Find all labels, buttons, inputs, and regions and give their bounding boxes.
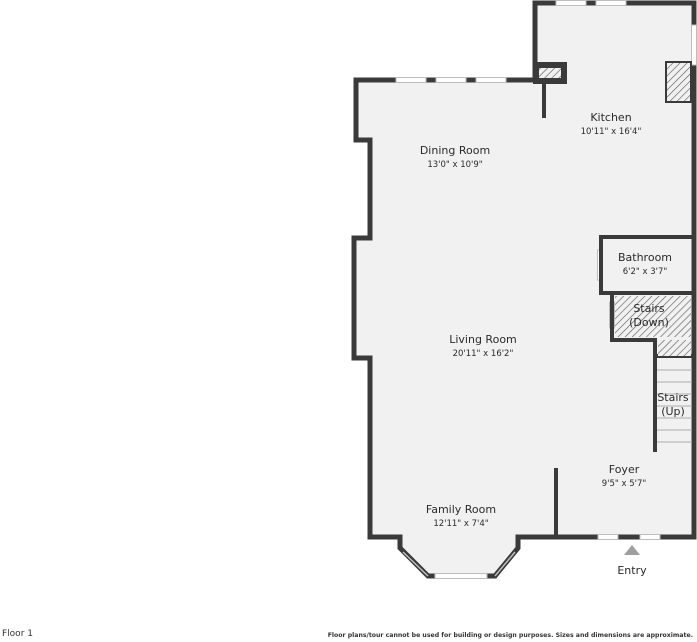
foyer-name: Foyer <box>609 463 640 476</box>
kitchen-corner-fixture <box>537 66 563 80</box>
floor-label: Floor 1 <box>2 629 33 639</box>
entry-arrow-icon <box>624 545 640 555</box>
bathroom-dims: 6'2" x 3'7" <box>623 267 668 277</box>
stairs-down-hatch-lower <box>658 340 691 356</box>
entry-label: Entry <box>617 564 647 577</box>
living-room-dims: 20'11" x 16'2" <box>453 349 514 359</box>
disclaimer-text: Floor plans/tour cannot be used for buil… <box>327 632 693 639</box>
living-room-name: Living Room <box>449 333 517 346</box>
exterior-walls <box>351 0 697 579</box>
dining-room-name: Dining Room <box>420 144 490 157</box>
stairs-up-treads <box>657 369 692 443</box>
foyer-dims: 9'5" x 5'7" <box>602 479 647 489</box>
family-room-name: Family Room <box>426 503 496 516</box>
floor-area <box>354 3 694 576</box>
chimney-fixture <box>665 61 692 103</box>
bay-window-right <box>494 551 516 577</box>
bay-window-left <box>402 551 429 577</box>
kitchen-dims: 10'11" x 16'4" <box>581 127 642 137</box>
stairs-down-hatch <box>615 296 691 337</box>
stairs-down-sublabel: (Down) <box>629 316 669 329</box>
kitchen-name: Kitchen <box>590 111 631 124</box>
stairs-up-sublabel: (Up) <box>661 405 685 418</box>
stairs-down-label: Stairs <box>633 302 665 315</box>
family-room-dims: 12'11" x 7'4" <box>433 519 488 529</box>
stairs-up-label: Stairs <box>657 391 689 404</box>
dining-room-dims: 13'0" x 10'9" <box>427 160 482 170</box>
bathroom-name: Bathroom <box>618 251 672 264</box>
